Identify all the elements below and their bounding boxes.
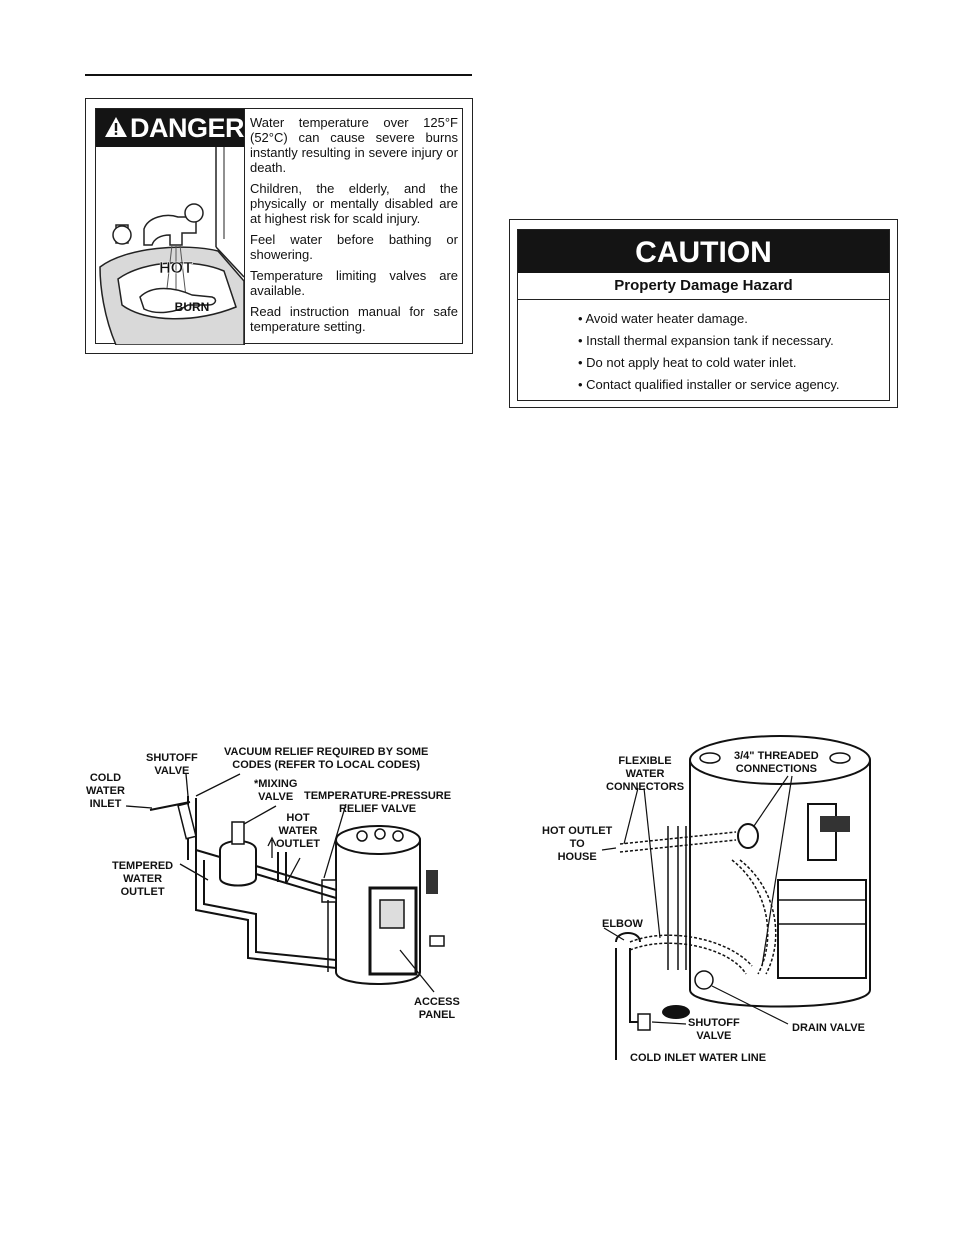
- hot-text: HOT: [159, 260, 193, 277]
- label-cold-inlet: COLD INLET WATER LINE: [630, 1052, 767, 1064]
- danger-divider: [244, 109, 245, 345]
- mixing-valve-drawing: [125, 773, 445, 993]
- caution-item: • Contact qualified installer or service…: [578, 377, 840, 392]
- caution-list: • Avoid water heater damage. • Install t…: [578, 308, 840, 396]
- caution-label-inner: CAUTION Property Damage Hazard • Avoid w…: [517, 229, 890, 401]
- burn-text: BURN: [175, 300, 210, 314]
- danger-paragraph: Feel water before bathing or showering.: [250, 232, 458, 262]
- danger-header: DANGER: [96, 109, 245, 147]
- danger-text-block: Water temperature over 125°F (52°C) can …: [250, 115, 458, 340]
- connection-drawing: [601, 735, 871, 1060]
- danger-paragraph: Children, the elderly, and the physicall…: [250, 181, 458, 226]
- caution-label: CAUTION Property Damage Hazard • Avoid w…: [509, 219, 898, 408]
- caution-item: • Avoid water heater damage.: [578, 311, 748, 326]
- danger-label-inner: DANGER HOT BURN Water temperature over 1…: [95, 108, 463, 345]
- warning-triangle-icon: [105, 117, 127, 137]
- scald-illustration: HOT BURN: [99, 147, 244, 345]
- danger-word: DANGER: [130, 113, 245, 143]
- caution-item: • Install thermal expansion tank if nece…: [578, 333, 834, 348]
- top-rule: [85, 74, 472, 76]
- label-drain-valve: DRAIN VALVE: [792, 1022, 865, 1034]
- danger-paragraph: Temperature limiting valves are availabl…: [250, 268, 458, 298]
- label-elbow: ELBOW: [602, 918, 643, 930]
- danger-label: DANGER HOT BURN Water temperature over 1…: [85, 98, 473, 354]
- caution-subtitle: Property Damage Hazard: [518, 273, 889, 300]
- caution-item: • Do not apply heat to cold water inlet.: [578, 355, 797, 370]
- caution-header: CAUTION: [518, 230, 889, 273]
- danger-paragraph: Read instruction manual for safe tempera…: [250, 304, 458, 334]
- danger-paragraph: Water temperature over 125°F (52°C) can …: [250, 115, 458, 175]
